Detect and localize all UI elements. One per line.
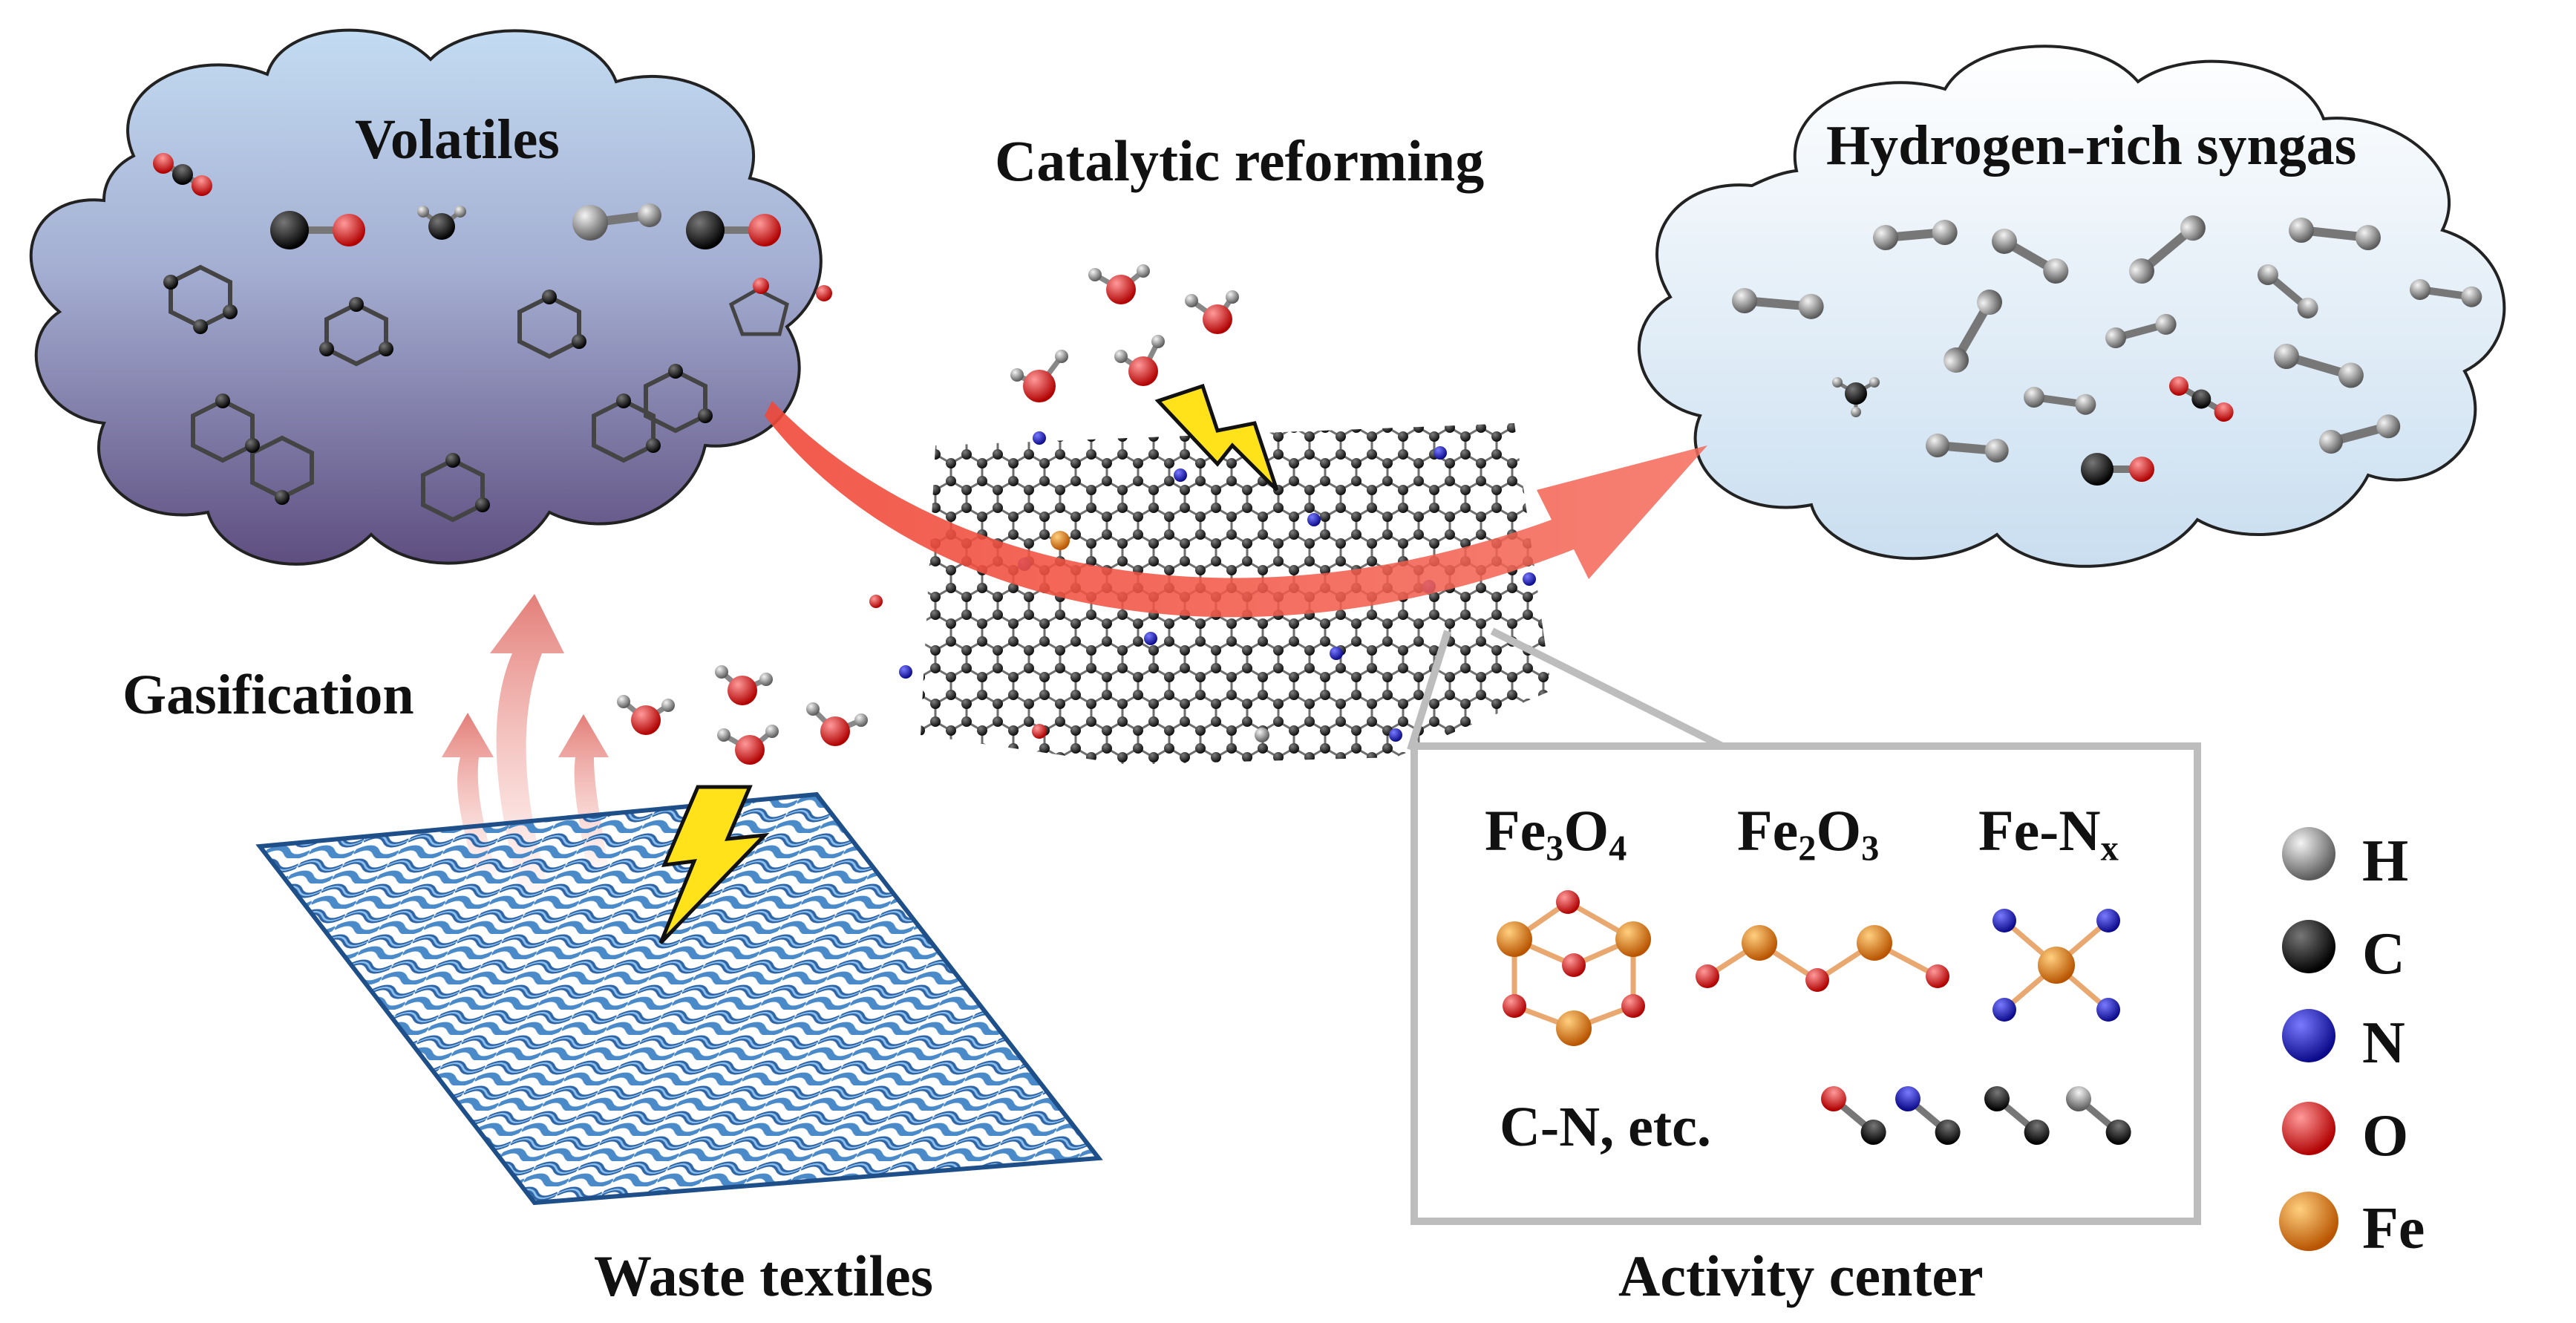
waste-textile	[255, 791, 1103, 1206]
legend-h-label: H	[2362, 829, 2409, 894]
fe3o4-structure	[1497, 890, 1651, 1046]
waste-textiles-label: Waste textiles	[594, 1244, 934, 1308]
water-molecules	[617, 264, 1239, 765]
legend-spheres	[2279, 827, 2338, 1251]
reforming-arrow	[765, 401, 1707, 618]
gasification-label: Gasification	[122, 664, 414, 726]
fe3o4-label: Fe3O4	[1485, 798, 1627, 869]
bond-pair-structures	[1821, 1086, 2131, 1145]
activity-center-label: Activity center	[1618, 1244, 1984, 1308]
fenx-label: Fe-Nx	[1978, 798, 2119, 869]
legend-c-sphere	[2282, 920, 2335, 973]
legend-n-label: N	[2362, 1010, 2405, 1076]
hydrogen-rich-syngas-label: Hydrogen-rich syngas	[1826, 114, 2357, 177]
fe2o3-structure	[1696, 925, 1949, 992]
fe-dopant-atom	[1050, 531, 1070, 550]
volatiles-label: Volatiles	[355, 108, 560, 171]
legend-h-sphere	[2282, 827, 2335, 881]
syngas-cloud	[1637, 45, 2506, 568]
catalytic-reforming-label: Catalytic reforming	[995, 128, 1485, 193]
syngas-molecules	[1732, 215, 2482, 486]
legend-fe-sphere	[2279, 1192, 2338, 1251]
volatiles-cloud	[29, 28, 823, 566]
callout-lines	[1407, 627, 1732, 754]
fe2o3-label: Fe2O3	[1737, 798, 1880, 869]
lightning-icon	[658, 785, 770, 944]
cn-etc-label: C-N, etc.	[1500, 1096, 1711, 1158]
lightning-icon	[1154, 383, 1279, 491]
fenx-structure	[1993, 909, 2120, 1022]
legend-fe-label: Fe	[2362, 1196, 2425, 1261]
activity-center-box	[1410, 742, 2201, 1225]
legend-o-sphere	[2282, 1102, 2335, 1155]
volatile-molecules	[153, 153, 832, 523]
legend-o-label: O	[2362, 1103, 2409, 1169]
legend-n-sphere	[2282, 1009, 2335, 1062]
legend-c-label: C	[2362, 921, 2405, 987]
